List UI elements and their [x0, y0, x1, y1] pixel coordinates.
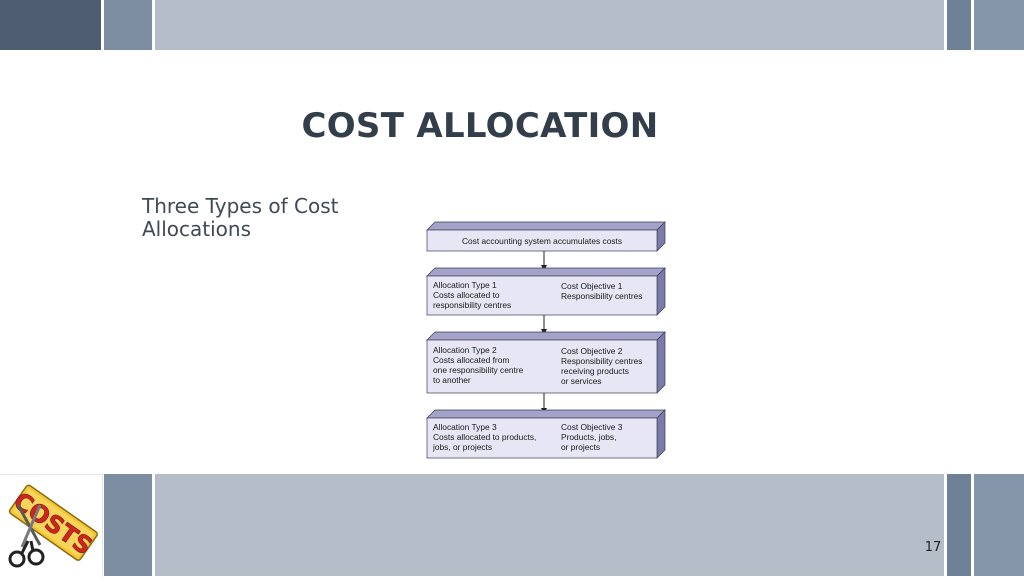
- top-band-dark: [0, 0, 101, 50]
- top-band-light: [155, 0, 944, 50]
- diagram-step-3: Allocation Type 3 Costs allocated to pro…: [426, 409, 666, 459]
- step-2-left-line-4: to another: [433, 375, 471, 385]
- bottom-band-light: [155, 474, 944, 576]
- step-1-left-line-1: Allocation Type 1: [433, 280, 497, 290]
- step-2-left-line-1: Allocation Type 2: [433, 345, 497, 355]
- step-3-right-line-3: or projects: [561, 442, 600, 452]
- bottom-band-right-dark: [947, 474, 971, 576]
- top-band-mid: [104, 0, 152, 50]
- step-3-left-line-3: jobs, or projects: [432, 442, 492, 452]
- step-1-left-line-2: Costs allocated to: [433, 290, 500, 300]
- top-band-right-dark: [947, 0, 971, 50]
- step-2-right-line-4: or services: [561, 376, 602, 386]
- scissors-icon: [8, 504, 45, 568]
- step-3-left-line-2: Costs allocated to products,: [433, 432, 536, 442]
- cost-allocation-diagram: Cost accounting system accumulates costs…: [416, 210, 692, 474]
- step-1-right-line-2: Responsibility centres: [561, 291, 642, 301]
- top-band-right-mid: [974, 0, 1024, 50]
- top-box-label: Cost accounting system accumulates costs: [462, 236, 622, 246]
- costs-logo: COSTS: [0, 474, 103, 577]
- slide-number: 17: [924, 540, 942, 555]
- diagram-step-1: Allocation Type 1 Costs allocated to res…: [426, 267, 666, 316]
- slide-title: COST ALLOCATION: [301, 106, 659, 146]
- step-3-right-line-1: Cost Objective 3: [561, 422, 623, 432]
- bottom-band-mid: [104, 474, 152, 576]
- step-2-right-line-2: Responsibility centres: [561, 356, 642, 366]
- step-1-right-line-1: Cost Objective 1: [561, 281, 623, 291]
- step-2-left-line-2: Costs allocated from: [433, 355, 509, 365]
- step-1-left-line-3: responsibility centres: [433, 300, 511, 310]
- slide-subtitle: Three Types of Cost Allocations: [142, 194, 339, 241]
- bottom-band-right-mid: [974, 474, 1024, 576]
- diagram-step-2: Allocation Type 2 Costs allocated from o…: [426, 331, 666, 394]
- step-3-left-line-1: Allocation Type 3: [433, 422, 497, 432]
- step-2-right-line-3: receiving products: [561, 366, 629, 376]
- step-2-right-line-1: Cost Objective 2: [561, 346, 623, 356]
- step-2-left-line-3: one responsibility centre: [433, 365, 524, 375]
- diagram-top-box: Cost accounting system accumulates costs: [426, 221, 666, 252]
- step-3-right-line-2: Products, jobs,: [561, 432, 616, 442]
